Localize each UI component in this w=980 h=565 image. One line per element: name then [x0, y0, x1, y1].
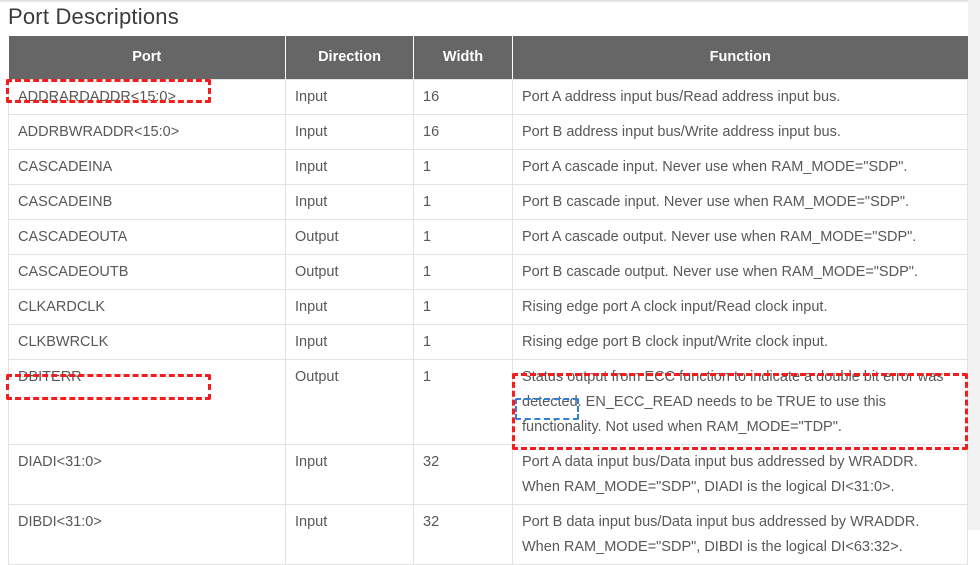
cell-width: 32	[413, 443, 513, 505]
cell-function: Port B data input bus/Data input bus add…	[512, 503, 968, 565]
cell-function: Port A cascade output. Never use when RA…	[512, 218, 968, 255]
cell-direction: Output	[285, 358, 414, 445]
cell-direction: Output	[285, 218, 414, 255]
cell-direction: Input	[285, 323, 414, 360]
column-header-port[interactable]: Port	[8, 36, 286, 79]
cell-function: Port B cascade output. Never use when RA…	[512, 253, 968, 290]
cell-port: CLKBWRCLK	[8, 323, 286, 360]
port-descriptions-table: Port Direction Width Function ADDRARDADD…	[8, 36, 968, 565]
cell-direction: Input	[285, 148, 414, 185]
port-descriptions-table-container: Port Direction Width Function ADDRARDADD…	[8, 36, 968, 565]
cell-port: ADDRBWRADDR<15:0>	[8, 113, 286, 150]
cell-port: ADDRARDADDR<15:0>	[8, 78, 286, 115]
page-right-gutter	[968, 0, 980, 530]
cell-function: Port B cascade input. Never use when RAM…	[512, 183, 968, 220]
cell-direction: Input	[285, 113, 414, 150]
cell-width: 1	[413, 218, 513, 255]
cell-direction: Input	[285, 503, 414, 565]
cell-width: 1	[413, 253, 513, 290]
cell-function: Rising edge port B clock input/Write clo…	[512, 323, 968, 360]
cell-function: Port A address input bus/Read address in…	[512, 78, 968, 115]
cell-function: Port B address input bus/Write address i…	[512, 113, 968, 150]
cell-direction: Input	[285, 443, 414, 505]
cell-port: CASCADEOUTB	[8, 253, 286, 290]
cell-function: Port A cascade input. Never use when RAM…	[512, 148, 968, 185]
cell-port: DBITERR	[8, 358, 286, 445]
cell-width: 1	[413, 358, 513, 445]
cell-function: Rising edge port A clock input/Read cloc…	[512, 288, 968, 325]
cell-port: CASCADEINA	[8, 148, 286, 185]
cell-width: 16	[413, 113, 513, 150]
cell-width: 32	[413, 503, 513, 565]
table-header-row: Port Direction Width Function	[8, 36, 968, 79]
cell-function: Status output from ECC function to indic…	[512, 358, 968, 445]
page-title: Port Descriptions	[8, 4, 179, 29]
cell-width: 16	[413, 78, 513, 115]
cell-port: DIBDI<31:0>	[8, 503, 286, 565]
cell-width: 1	[413, 288, 513, 325]
column-header-function[interactable]: Function	[512, 36, 968, 79]
cell-direction: Input	[285, 183, 414, 220]
cell-direction: Output	[285, 253, 414, 290]
cell-direction: Input	[285, 78, 414, 115]
cell-width: 1	[413, 183, 513, 220]
cell-width: 1	[413, 323, 513, 360]
cell-function: Port A data input bus/Data input bus add…	[512, 443, 968, 505]
cell-width: 1	[413, 148, 513, 185]
cell-direction: Input	[285, 288, 414, 325]
table-header: Port Direction Width Function	[8, 36, 968, 79]
cell-port: DIADI<31:0>	[8, 443, 286, 505]
cell-port: CASCADEOUTA	[8, 218, 286, 255]
cell-port: CLKARDCLK	[8, 288, 286, 325]
cell-port: CASCADEINB	[8, 183, 286, 220]
page-top-edge	[0, 0, 980, 3]
column-header-width[interactable]: Width	[413, 36, 513, 79]
column-header-direction[interactable]: Direction	[285, 36, 414, 79]
